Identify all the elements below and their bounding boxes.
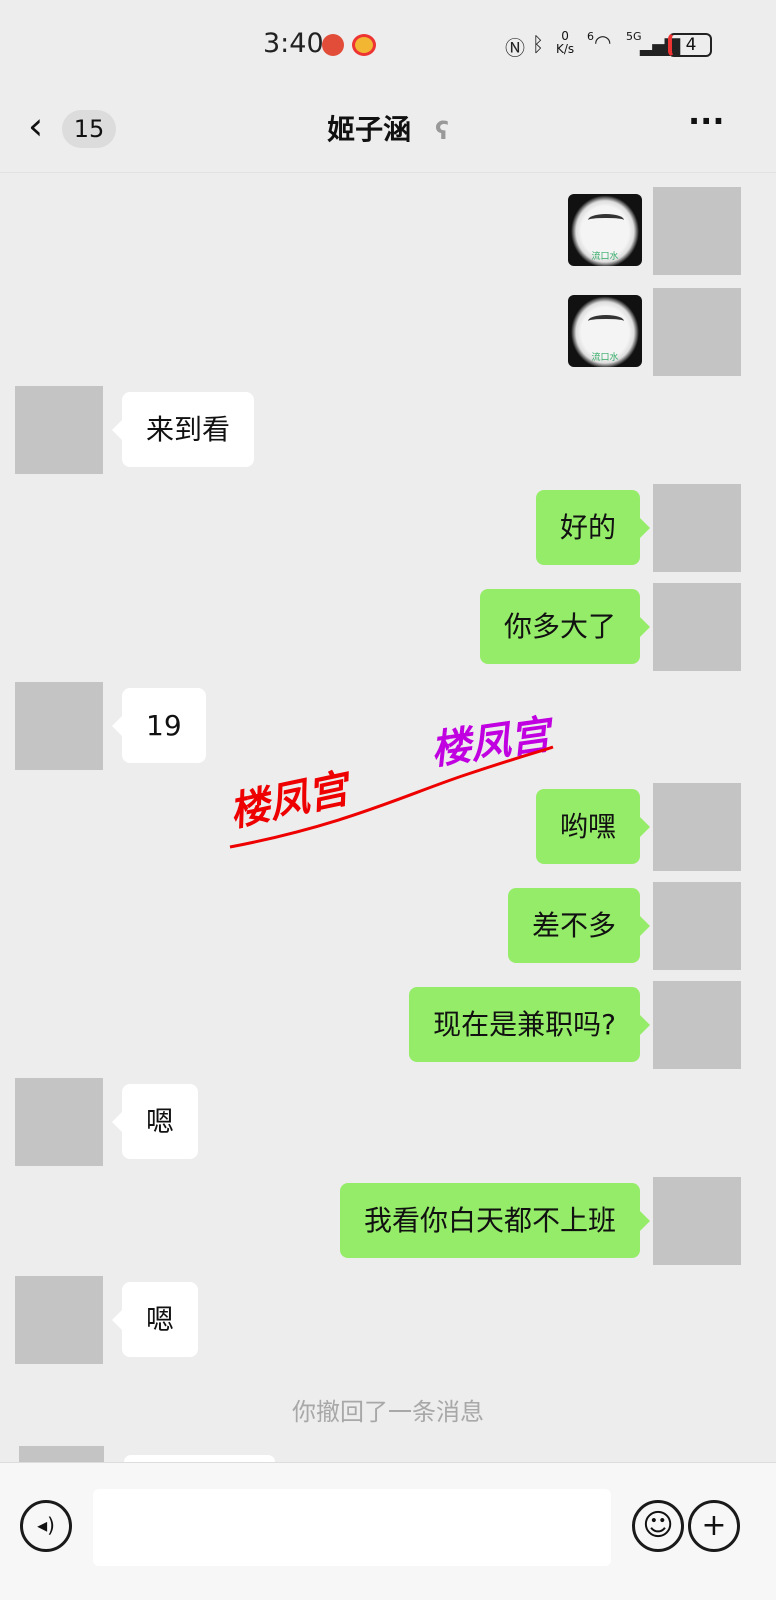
contact-avatar[interactable] <box>15 682 103 770</box>
battery-icon: 4 <box>668 33 712 57</box>
chat-title: 姬子涵 ʕ <box>0 108 776 148</box>
message-bubble[interactable]: 嗯 <box>111 1282 199 1357</box>
clock: 3:40 <box>263 28 324 59</box>
alert-notification-icon <box>322 34 344 56</box>
emoji-button[interactable]: ☺ <box>632 1500 684 1552</box>
back-button[interactable]: ‹ <box>28 104 44 148</box>
my-avatar[interactable] <box>653 1177 741 1265</box>
weibo-icon <box>352 34 376 56</box>
plus-button[interactable]: + <box>688 1500 740 1552</box>
message-bubble[interactable]: 我看你白天都不上班 <box>339 1183 651 1258</box>
partial-avatar <box>19 1446 104 1462</box>
sticker-message[interactable]: 流口水 <box>568 194 642 266</box>
message-input[interactable] <box>93 1489 611 1566</box>
header-divider <box>0 172 776 173</box>
my-avatar[interactable] <box>653 981 741 1069</box>
contact-avatar[interactable] <box>15 386 103 474</box>
more-button[interactable]: ··· <box>688 102 725 140</box>
my-avatar[interactable] <box>653 583 741 671</box>
wifi-icon: ◠ <box>594 30 612 54</box>
my-avatar[interactable] <box>653 187 741 275</box>
sticker-message[interactable]: 流口水 <box>568 295 642 367</box>
message-bubble[interactable]: 来到看 <box>111 392 255 467</box>
my-avatar[interactable] <box>653 882 741 970</box>
message-bubble[interactable]: 好的 <box>535 490 651 565</box>
wifi-tag: 6 <box>587 30 594 43</box>
contact-avatar[interactable] <box>15 1276 103 1364</box>
my-avatar[interactable] <box>653 783 741 871</box>
net-speed-unit: K/s <box>556 42 575 56</box>
partial-bubble <box>124 1455 275 1462</box>
cell-tag: 5G <box>626 30 642 43</box>
sticker-caption: 流口水 <box>591 252 619 262</box>
voice-button[interactable]: ◂) <box>20 1500 72 1552</box>
message-bubble[interactable]: 差不多 <box>507 888 651 963</box>
nfc-icon: Ⓝ <box>505 36 525 60</box>
message-bubble[interactable]: 现在是兼职吗? <box>409 987 650 1062</box>
message-bubble[interactable]: 嗯 <box>111 1084 199 1159</box>
watermark-swoosh <box>229 745 554 849</box>
my-avatar[interactable] <box>653 288 741 376</box>
net-speed-value: 0 <box>561 29 569 43</box>
sticker-caption: 流口水 <box>591 353 619 363</box>
recall-notice: 你撤回了一条消息 <box>292 1398 484 1426</box>
contact-name: 姬子涵 <box>327 113 412 146</box>
chat-header: ‹ 15 姬子涵 ʕ ··· <box>0 90 776 170</box>
message-bubble[interactable]: 你多大了 <box>479 589 651 664</box>
unread-count-badge[interactable]: 15 <box>62 110 116 148</box>
message-bubble[interactable]: 19 <box>112 688 206 763</box>
ear-icon: ʕ <box>435 117 449 145</box>
contact-avatar[interactable] <box>15 1078 103 1166</box>
bluetooth-icon: ᛒ <box>532 32 544 56</box>
message-bubble[interactable]: 哟嘿 <box>535 789 651 864</box>
input-bar: ◂) ☺ + <box>0 1462 776 1600</box>
my-avatar[interactable] <box>653 484 741 572</box>
